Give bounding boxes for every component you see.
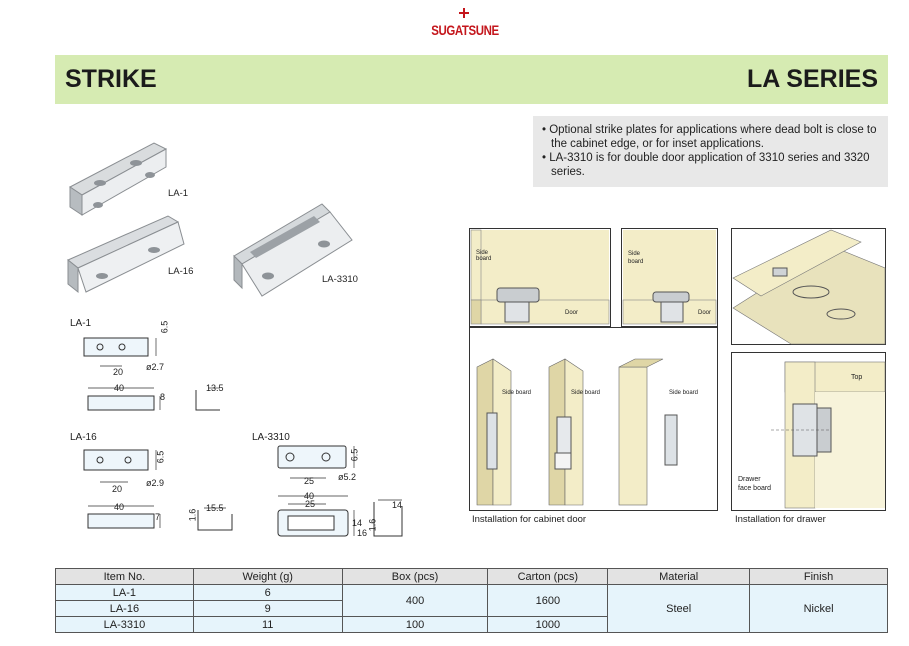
photo-label-la16: LA-16	[168, 266, 194, 277]
dim-la3310-height: 6.5	[349, 448, 360, 462]
label-side-board-3: Side board	[502, 390, 532, 396]
dim-la16-thick: 7	[155, 512, 161, 522]
drawing-la16-top	[83, 449, 157, 483]
cell-carton: 1600	[487, 584, 609, 617]
drawing-title-la3310: LA-3310	[252, 432, 290, 443]
install-door-plan-2	[621, 228, 718, 327]
product-photo-la16	[67, 215, 185, 294]
dim-la1-height: 6.5	[159, 320, 170, 334]
label-top: Top	[851, 374, 863, 381]
caption-drawer: Installation for drawer	[735, 514, 826, 525]
dim-la1-hole: ø2.7	[146, 362, 165, 372]
dim-la1-thick: 8	[160, 392, 166, 402]
label-side-board-1: Side board	[476, 250, 492, 262]
header-carton: Carton (pcs)	[487, 568, 609, 585]
header-material: Material	[607, 568, 751, 585]
label-door-2: Door	[698, 310, 712, 316]
drawing-la16-side	[87, 505, 233, 531]
brand-mark-icon	[459, 8, 469, 18]
table-row: LA-3310 11 100 1000	[55, 616, 888, 633]
dim-la3310-gauge: 1.6	[367, 518, 378, 532]
install-door-plan-1	[469, 228, 611, 327]
note-item: • Optional strike plates for application…	[542, 124, 877, 150]
header-item-no: Item No.	[55, 568, 194, 585]
photo-label-la1: LA-1	[168, 188, 189, 199]
dim-la3310-slot-h: 14	[352, 518, 363, 528]
cell-item: LA-1	[55, 584, 194, 601]
label-side-board-4: Side board	[571, 390, 601, 396]
series-title: LA SERIES	[746, 65, 878, 93]
label-side-board-5: Side board	[669, 390, 699, 396]
cell-item: LA-16	[55, 600, 194, 617]
drawing-la1-top	[83, 337, 157, 367]
drawing-la3310-top	[277, 445, 355, 479]
dim-la3310-slot: 25	[305, 499, 316, 509]
dim-la1-pitch: 20	[113, 367, 124, 377]
cell-box: 100	[341, 616, 489, 633]
dim-la1-depth: 13.5	[206, 383, 224, 393]
table-row: LA-1 6 400 1600 Steel Nickel	[55, 584, 888, 633]
header-finish: Finish	[749, 568, 888, 585]
install-drawer-view-1	[731, 228, 886, 345]
cell-carton: 1000	[487, 616, 609, 633]
cell-material: Steel	[607, 584, 751, 633]
dim-la3310-hole: ø5.2	[338, 472, 357, 482]
cell-weight: 11	[192, 616, 343, 633]
cell-weight: 9	[192, 600, 343, 617]
dim-la3310-length: 40	[304, 491, 315, 501]
drawing-title-la16: LA-16	[70, 432, 97, 443]
page-title: STRIKE	[65, 65, 157, 93]
feature-notes: • Optional strike plates for application…	[533, 116, 888, 187]
title-banner: STRIKE LA SERIES	[55, 55, 888, 104]
dim-la3310-depth: 14	[392, 500, 403, 510]
dim-la3310-pitch: 25	[304, 476, 315, 486]
cell-weight: 6	[192, 584, 343, 601]
table-row: LA-16 9	[55, 600, 888, 617]
brand-name: SUGATSUNE	[431, 22, 499, 38]
product-photo-la1	[69, 142, 168, 216]
dim-la16-height: 6.5	[155, 450, 166, 464]
dim-la3310-total-h: 16	[357, 528, 368, 538]
cell-finish: Nickel	[749, 584, 888, 633]
label-side-board-2: Side board	[628, 251, 644, 265]
note-item: • LA-3310 is for double door application…	[542, 152, 870, 178]
product-photo-la3310	[233, 203, 353, 297]
cell-box: 400	[341, 584, 489, 617]
label-door-1: Door	[565, 310, 579, 316]
caption-cabinet-door: Installation for cabinet door	[472, 514, 587, 525]
spec-table: Item No. Weight (g) Box (pcs) Carton (pc…	[55, 568, 888, 633]
header-box: Box (pcs)	[341, 568, 489, 585]
drawing-la1-side	[87, 387, 220, 411]
dim-la16-pitch: 20	[112, 484, 123, 494]
photo-label-la3310: LA-3310	[322, 274, 358, 285]
cell-item: LA-3310	[55, 616, 194, 633]
brand-logo: SUGATSUNE	[420, 8, 510, 42]
table-header-row: Item No. Weight (g) Box (pcs) Carton (pc…	[55, 568, 888, 585]
dim-la16-hole: ø2.9	[146, 478, 165, 488]
dim-la16-length: 40	[114, 502, 125, 512]
install-drawer-view-2	[731, 352, 886, 511]
label-drawer-face-board: Drawer face board	[738, 476, 772, 492]
drawing-title-la1: LA-1	[70, 318, 92, 329]
install-door-view	[469, 327, 718, 511]
dim-la16-gauge: 1.6	[187, 508, 198, 522]
header-weight: Weight (g)	[192, 568, 343, 585]
dim-la1-length: 40	[114, 383, 125, 393]
drawing-la3310-side	[277, 495, 403, 537]
dim-la16-depth: 15.5	[206, 503, 224, 513]
